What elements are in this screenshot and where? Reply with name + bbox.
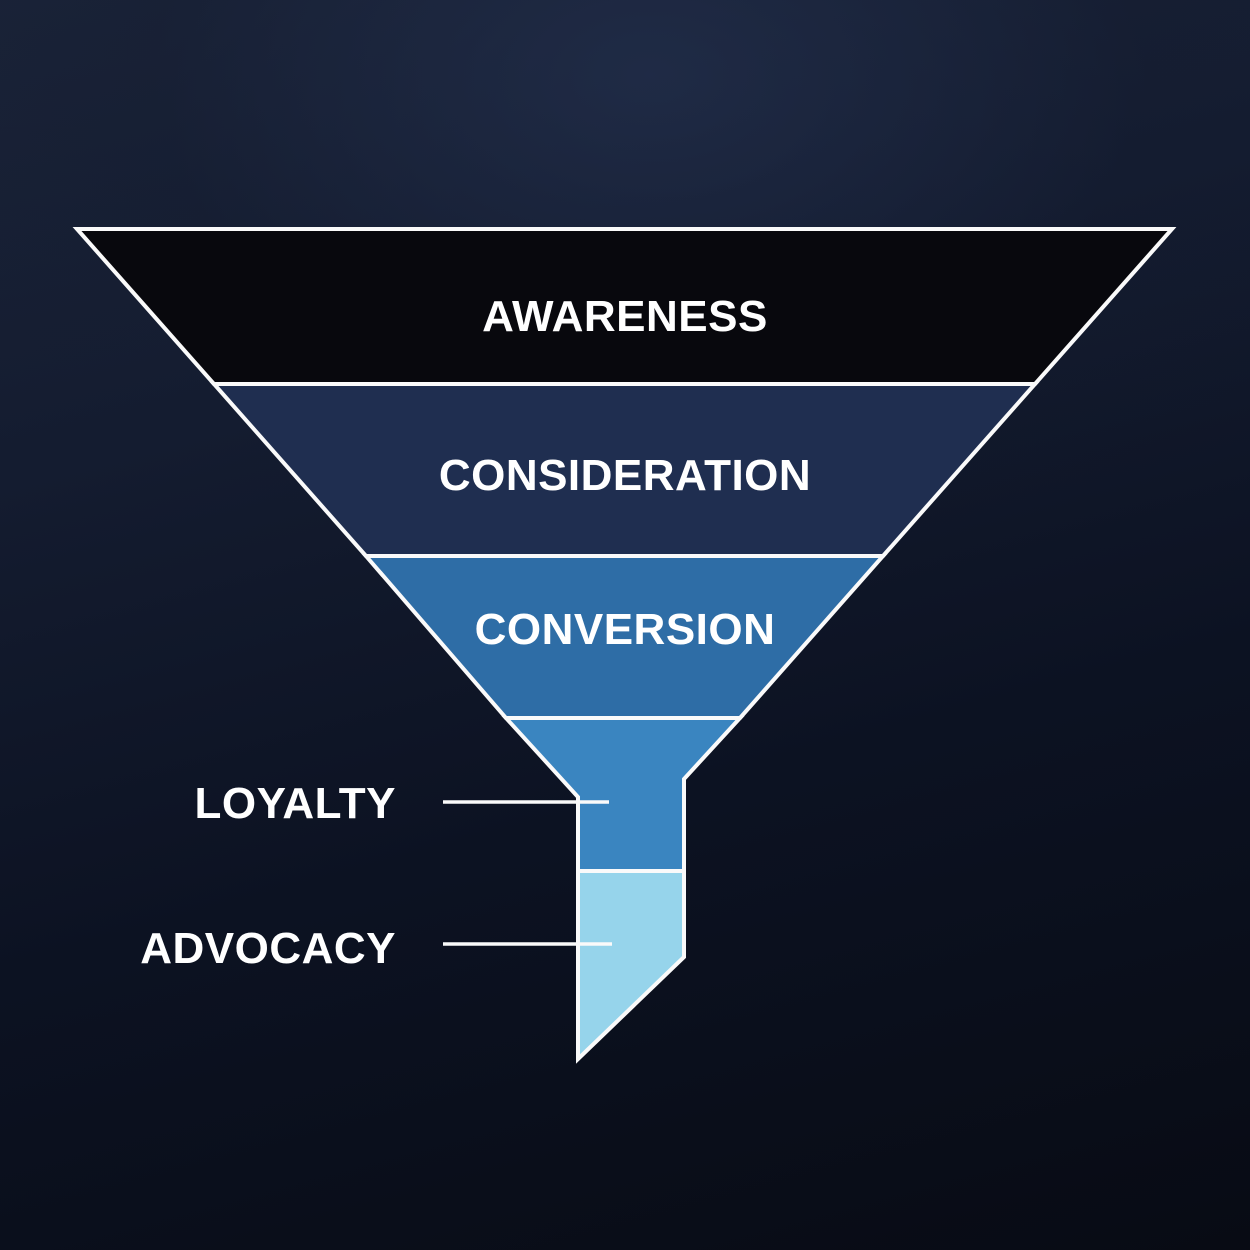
stage-label-conversion: CONVERSION: [475, 605, 776, 654]
funnel-segment-loyalty: [501, 716, 745, 873]
stage-label-advocacy: ADVOCACY: [140, 924, 396, 973]
stage-label-awareness: AWARENESS: [482, 292, 768, 341]
stage-label-loyalty: LOYALTY: [194, 779, 396, 828]
funnel-segment-advocacy: [576, 869, 686, 1064]
stage-label-consideration: CONSIDERATION: [439, 451, 811, 500]
